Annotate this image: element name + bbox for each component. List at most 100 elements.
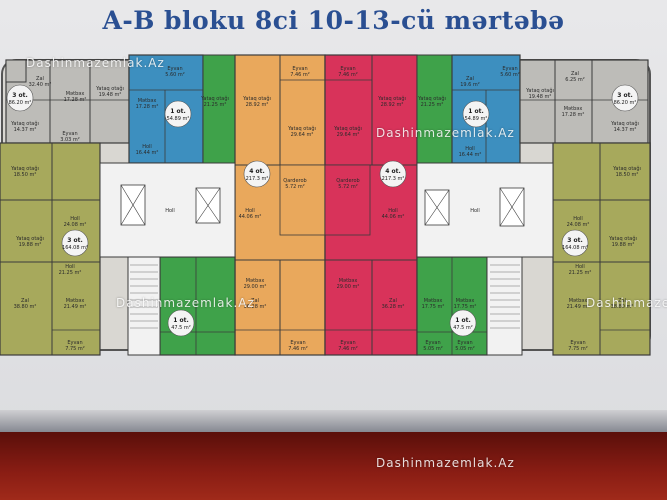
room-name: Yataq otağı [610,120,639,127]
apartment-badge [449,309,477,337]
room-area: 17.75 m² [422,304,445,310]
room-name: Mətbəx [138,98,157,104]
room-area: 6.25 m² [565,77,585,83]
apartment-area-label: 86.20 m² [9,100,32,106]
apartment-rooms-label: 3 ot. [567,237,583,244]
room-area: 36.28 m² [244,304,267,310]
room-name: Yataq otağı [15,235,44,242]
apartment-bottom-left-green [159,256,236,356]
page-title: A-B bloku 8ci 10-13-cü mərtəbə [102,6,565,35]
room-area: 32.40 m² [29,82,52,88]
room-name: Yataq otağı [525,87,554,94]
room-name: Holl [465,146,475,152]
room-name: Mətbəx [564,106,583,112]
room-area: 7.46 m² [288,346,308,352]
apartment-badge [379,160,407,188]
room-area: 21.25 m² [59,270,82,276]
apartment-rooms-label: 1 ot. [170,108,186,115]
room-area: 29.00 m² [244,284,267,290]
stairs-right [490,264,520,329]
common-hall-label: Holl [470,208,480,214]
room-area: 16.44 m² [459,152,482,158]
room-area: 5.60 m² [165,72,185,78]
apartment-orange [234,54,326,356]
apartment-badge [611,84,639,112]
room-area: 5.72 m² [285,184,305,190]
apartment-badge [61,229,89,257]
room-name: Qarderob [336,178,359,184]
room-area: 44.06 m² [382,214,405,220]
apartment-rooms-label: 1 ot. [468,108,484,115]
apartment-rooms-label: 3 ot. [12,92,28,99]
room-name: Holl [388,208,398,214]
room-name: Yataq otağı [242,95,271,102]
apartment-rooms-label: 3 ot. [617,92,633,99]
room-name: Yataq otağı [10,120,39,127]
room-area: 21.25 m² [204,102,227,108]
room-name: Holl [142,144,152,150]
room-area: 19.48 m² [99,92,122,98]
room-area: 5.05 m² [455,346,475,352]
green-strip-right [416,54,453,164]
room-name: Mətbəx [66,91,85,97]
watermark: Dashinmazemlak.Az [116,296,255,310]
room-name: Eyvan [292,66,307,72]
common-hall-label: Holl [165,208,175,214]
room-area: 24.08 m² [567,222,590,228]
room-area: 5.72 m² [338,184,358,190]
apartment-area-label: 217.3 m² [382,176,405,182]
room-name: Mətbəx [339,278,358,284]
watermark: Dashinmazemlak.Az [586,296,667,310]
room-area: 21.49 m² [64,304,87,310]
room-area: 14.37 m² [614,127,637,133]
apartment-rooms-label: 4 ot. [385,168,401,175]
room-area: 7.46 m² [338,72,358,78]
room-area: 38.80 m² [14,304,37,310]
room-area: 21.49 m² [567,304,590,310]
room-area: 17.28 m² [136,104,159,110]
room-area: 17.75 m² [454,304,477,310]
watermark: Dashinmazemlak.Az [26,56,165,70]
room-name: Holl [70,216,80,222]
room-name: Yataq otağı [200,95,229,102]
room-name: Yataq otağı [333,125,362,132]
watermark: Dashinmazemlak.Az [376,126,515,140]
green-strip-left [202,54,236,164]
apartment-rooms-label: 3 ot. [67,237,83,244]
room-name: Eyvan [340,340,355,346]
room-area: 44.06 m² [239,214,262,220]
room-area: 28.92 m² [381,102,404,108]
room-name: Holl [573,216,583,222]
room-area: 19.88 m² [612,242,635,248]
room-name: Zal [466,76,474,82]
room-name: Eyvan [67,340,82,346]
common-core-right [416,162,554,356]
apartment-badge [462,100,490,128]
room-area: 18.50 m² [616,172,639,178]
apartment-area-label: 217.3 m² [246,176,269,182]
room-name: Eyvan [502,66,517,72]
apartment-rooms-label: 1 ot. [173,317,189,324]
room-area: 7.75 m² [65,346,85,352]
apartment-area-label: 164.08 m² [62,245,88,251]
room-name: Mətbəx [246,278,265,284]
apartment-badge [6,84,34,112]
room-name: Mətbəx [569,298,588,304]
room-name: Holl [65,264,75,270]
room-name: Zal [389,298,397,304]
room-area: 17.28 m² [562,112,585,118]
apartment-badge [243,160,271,188]
apartment-red [324,54,418,356]
room-area: 5.05 m² [423,346,443,352]
room-name: Yataq otağı [608,235,637,242]
room-name: Qarderob [283,178,306,184]
apartment-area-label: 47.5 m² [171,325,191,331]
room-area: 36.28 m² [382,304,405,310]
room-name: Yataq otağı [417,95,446,102]
room-area: 38.80 m² [611,304,634,310]
apartment-area-label: 47.5 m² [453,325,473,331]
watermark: Dashinmazemlak.Az [376,456,515,470]
room-name: Mətbəx [66,298,85,304]
apartment-area-label: 54.89 m² [465,116,488,122]
